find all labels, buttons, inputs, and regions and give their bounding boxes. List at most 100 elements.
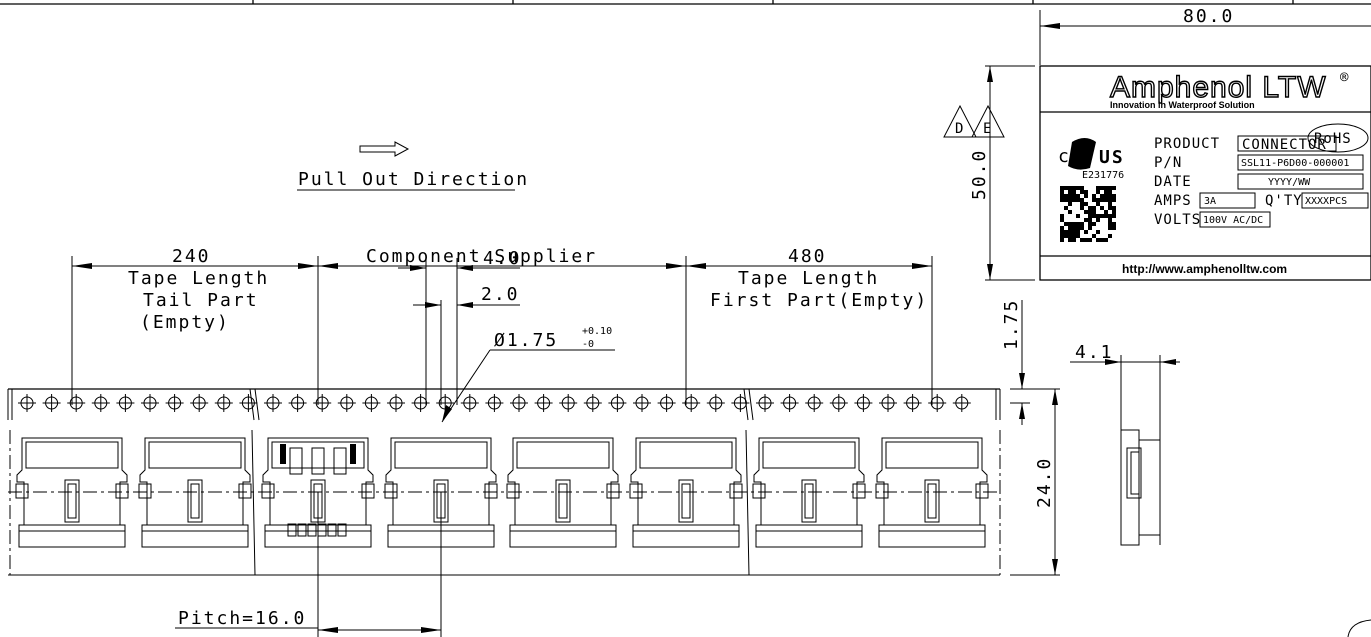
sprocket-hole	[485, 394, 504, 412]
sprocket-hole	[903, 394, 922, 412]
pocket	[15, 437, 129, 548]
hole-tolerance-minus: -0	[582, 339, 594, 350]
carrier-tape	[7, 388, 1001, 576]
pn-key: P/N	[1154, 155, 1182, 171]
first-length-value: 480	[788, 246, 827, 267]
sprocket-hole	[42, 394, 61, 412]
qty-key: Q'TY	[1265, 193, 1303, 209]
sprocket-hole	[165, 394, 184, 412]
sprocket-hole	[731, 394, 750, 412]
registered-mark: ®	[1340, 70, 1349, 86]
component-supplier-label: Component Supplier	[366, 246, 597, 267]
date-value: YYYY/WW	[1268, 177, 1311, 188]
pocket	[752, 437, 866, 548]
first-length-label: Tape Length	[738, 268, 879, 289]
sprocket-hole	[239, 394, 258, 412]
sprocket-hole	[805, 394, 824, 412]
label-dimensions: 80.0 50.0 D E	[943, 6, 1371, 281]
sprocket-hole	[116, 394, 135, 412]
product-label: Amphenol LTW ® Innovation in Waterproof …	[1039, 65, 1371, 281]
hole-tolerance-plus: +0.10	[582, 326, 612, 337]
brand-logo: Amphenol LTW	[1110, 71, 1327, 104]
ul-file-number: E231776	[1082, 170, 1124, 181]
tail-part-label: Tail Part	[143, 290, 259, 311]
sprocket-hole	[411, 394, 430, 412]
sprocket-hole	[780, 394, 799, 412]
hole-diameter: Ø1.75	[494, 330, 558, 351]
volts-value: 100V AC/DC	[1203, 215, 1263, 226]
tail-empty-label: (Empty)	[140, 312, 230, 333]
sprocket-hole	[337, 394, 356, 412]
sprocket-hole	[313, 394, 332, 412]
sprocket-hole	[633, 394, 651, 412]
pitch-dimension: Pitch=16.0	[175, 492, 442, 637]
sprocket-hole	[18, 394, 36, 412]
brand-tagline: Innovation in Waterproof Solution	[1110, 100, 1255, 110]
length-dimensions: 240 Tape Length Tail Part (Empty) Compon…	[71, 246, 933, 405]
sprocket-hole	[460, 394, 479, 412]
pockets	[15, 437, 989, 548]
sprocket-hole	[510, 394, 528, 412]
sprocket-hole	[190, 394, 209, 412]
pocket	[138, 437, 252, 548]
corner-mark	[1347, 619, 1371, 637]
pitch-label: Pitch=16.0	[178, 608, 306, 629]
pocket	[384, 437, 498, 548]
rohs-mark: RoHS	[1314, 131, 1352, 147]
amps-key: AMPS	[1154, 193, 1192, 209]
dim-4-0: 4.0	[483, 248, 522, 269]
pocket	[875, 437, 989, 548]
sprocket-hole	[854, 394, 873, 412]
pocket	[629, 437, 743, 548]
qr-code	[1060, 186, 1116, 242]
tape-width-dimensions: 1.75 24.0	[1001, 299, 1060, 576]
hole-pitch-dimensions: 4.0 2.0 Ø1.75 +0.10 -0	[398, 248, 615, 423]
dim-24-0: 24.0	[1034, 457, 1055, 508]
sprocket-hole	[559, 394, 578, 412]
product-key: PRODUCT	[1154, 136, 1220, 152]
sprocket-hole	[141, 394, 159, 412]
sprocket-hole	[608, 394, 627, 412]
dim-80-0: 80.0	[1183, 6, 1234, 27]
sprocket-hole	[534, 394, 553, 412]
sprocket-hole	[829, 394, 848, 412]
ul-mark: c US E231776	[1058, 138, 1125, 181]
sprocket-hole	[879, 394, 897, 412]
pocket	[506, 437, 620, 548]
sprocket-hole	[67, 394, 86, 412]
pull-out-direction-label: Pull Out Direction	[298, 169, 529, 190]
sprocket-hole	[583, 394, 602, 412]
revision-d: D	[955, 121, 964, 137]
tail-length-label: Tape Length	[128, 268, 269, 289]
product-value: CONNECTOR	[1242, 137, 1327, 153]
ul-c: c	[1058, 146, 1071, 167]
amps-value: 3A	[1204, 196, 1216, 207]
dim-1-75: 1.75	[1001, 299, 1022, 350]
revision-e: E	[983, 121, 992, 137]
ul-us: US	[1099, 147, 1125, 168]
sprocket-hole	[657, 394, 676, 412]
sprocket-hole	[387, 394, 405, 412]
sprocket-hole	[264, 394, 282, 412]
sprocket-hole	[362, 394, 381, 412]
sprocket-hole	[952, 394, 971, 412]
sprocket-hole	[91, 394, 110, 412]
tail-length-value: 240	[172, 246, 211, 267]
first-part-label: First Part(Empty)	[710, 290, 928, 311]
sprocket-hole	[436, 394, 455, 412]
label-url: http://www.amphenolltw.com	[1122, 262, 1287, 276]
sprocket-hole	[682, 394, 701, 412]
dim-2-0: 2.0	[481, 284, 520, 305]
title-block-border	[0, 0, 1371, 5]
sprocket-hole	[706, 394, 725, 412]
dim-4-1: 4.1	[1075, 342, 1114, 363]
qty-value: XXXXPCS	[1305, 196, 1347, 207]
sprocket-hole	[288, 394, 307, 412]
pull-out-direction: Pull Out Direction	[297, 141, 529, 191]
date-key: DATE	[1154, 174, 1192, 190]
volts-key: VOLTS	[1154, 212, 1201, 228]
side-view: 4.1	[1070, 342, 1180, 546]
sprocket-hole	[214, 394, 233, 412]
sprocket-hole	[928, 394, 947, 412]
